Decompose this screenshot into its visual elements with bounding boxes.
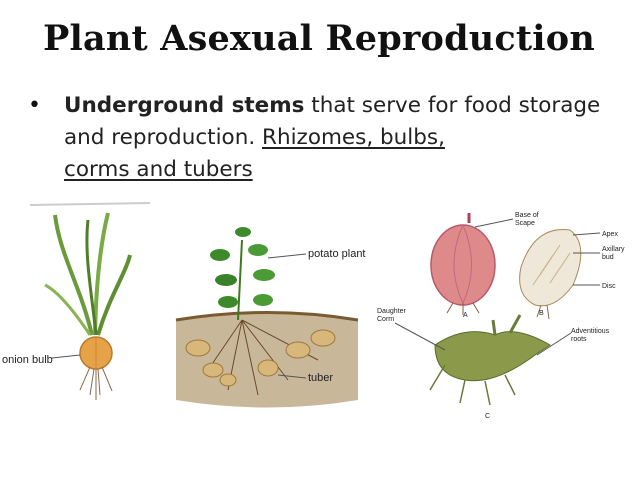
roots-label: roots [571, 336, 587, 343]
apex-label: Apex [602, 231, 618, 238]
corm-figure: A B C Base of Scape Apex Axillary bud Di… [377, 212, 625, 420]
bullet-item: • Underground stems that serve for food … [28, 90, 628, 186]
bullet-dot-icon: • [28, 93, 41, 118]
axillary-label: Axillary [602, 246, 625, 253]
bullet-underlined-line2: corms and tubers [64, 157, 253, 182]
potato-figure: potato plant tuber [175, 227, 366, 408]
daughter-label: Daughter [377, 308, 406, 315]
letter-a: A [463, 312, 468, 319]
bud-label: bud [602, 254, 614, 261]
disc-label: Disc [602, 283, 616, 290]
slide-title: Plant Asexual Reproduction [43, 18, 595, 59]
bullet-text: Underground stems that serve for food st… [64, 90, 628, 186]
potato-plant-label: potato plant [308, 248, 366, 260]
onion-figure: onion bulb [2, 202, 151, 400]
letter-c: C [485, 413, 490, 420]
bullet-plain-text: that serve for food storage and reproduc… [64, 93, 601, 150]
tuber-label: tuber [308, 372, 333, 384]
bullet-bold-text: Underground stems [64, 93, 305, 118]
scape-label: Scape [515, 220, 535, 227]
bullet-underlined-line1: Rhizomes, bulbs, [262, 125, 445, 150]
corm-label: Corm [377, 316, 394, 323]
onion-label: onion bulb [2, 354, 53, 366]
adventitious-label: Adventitious [571, 328, 610, 335]
base-label: Base of [515, 212, 539, 219]
letter-b: B [539, 310, 544, 317]
